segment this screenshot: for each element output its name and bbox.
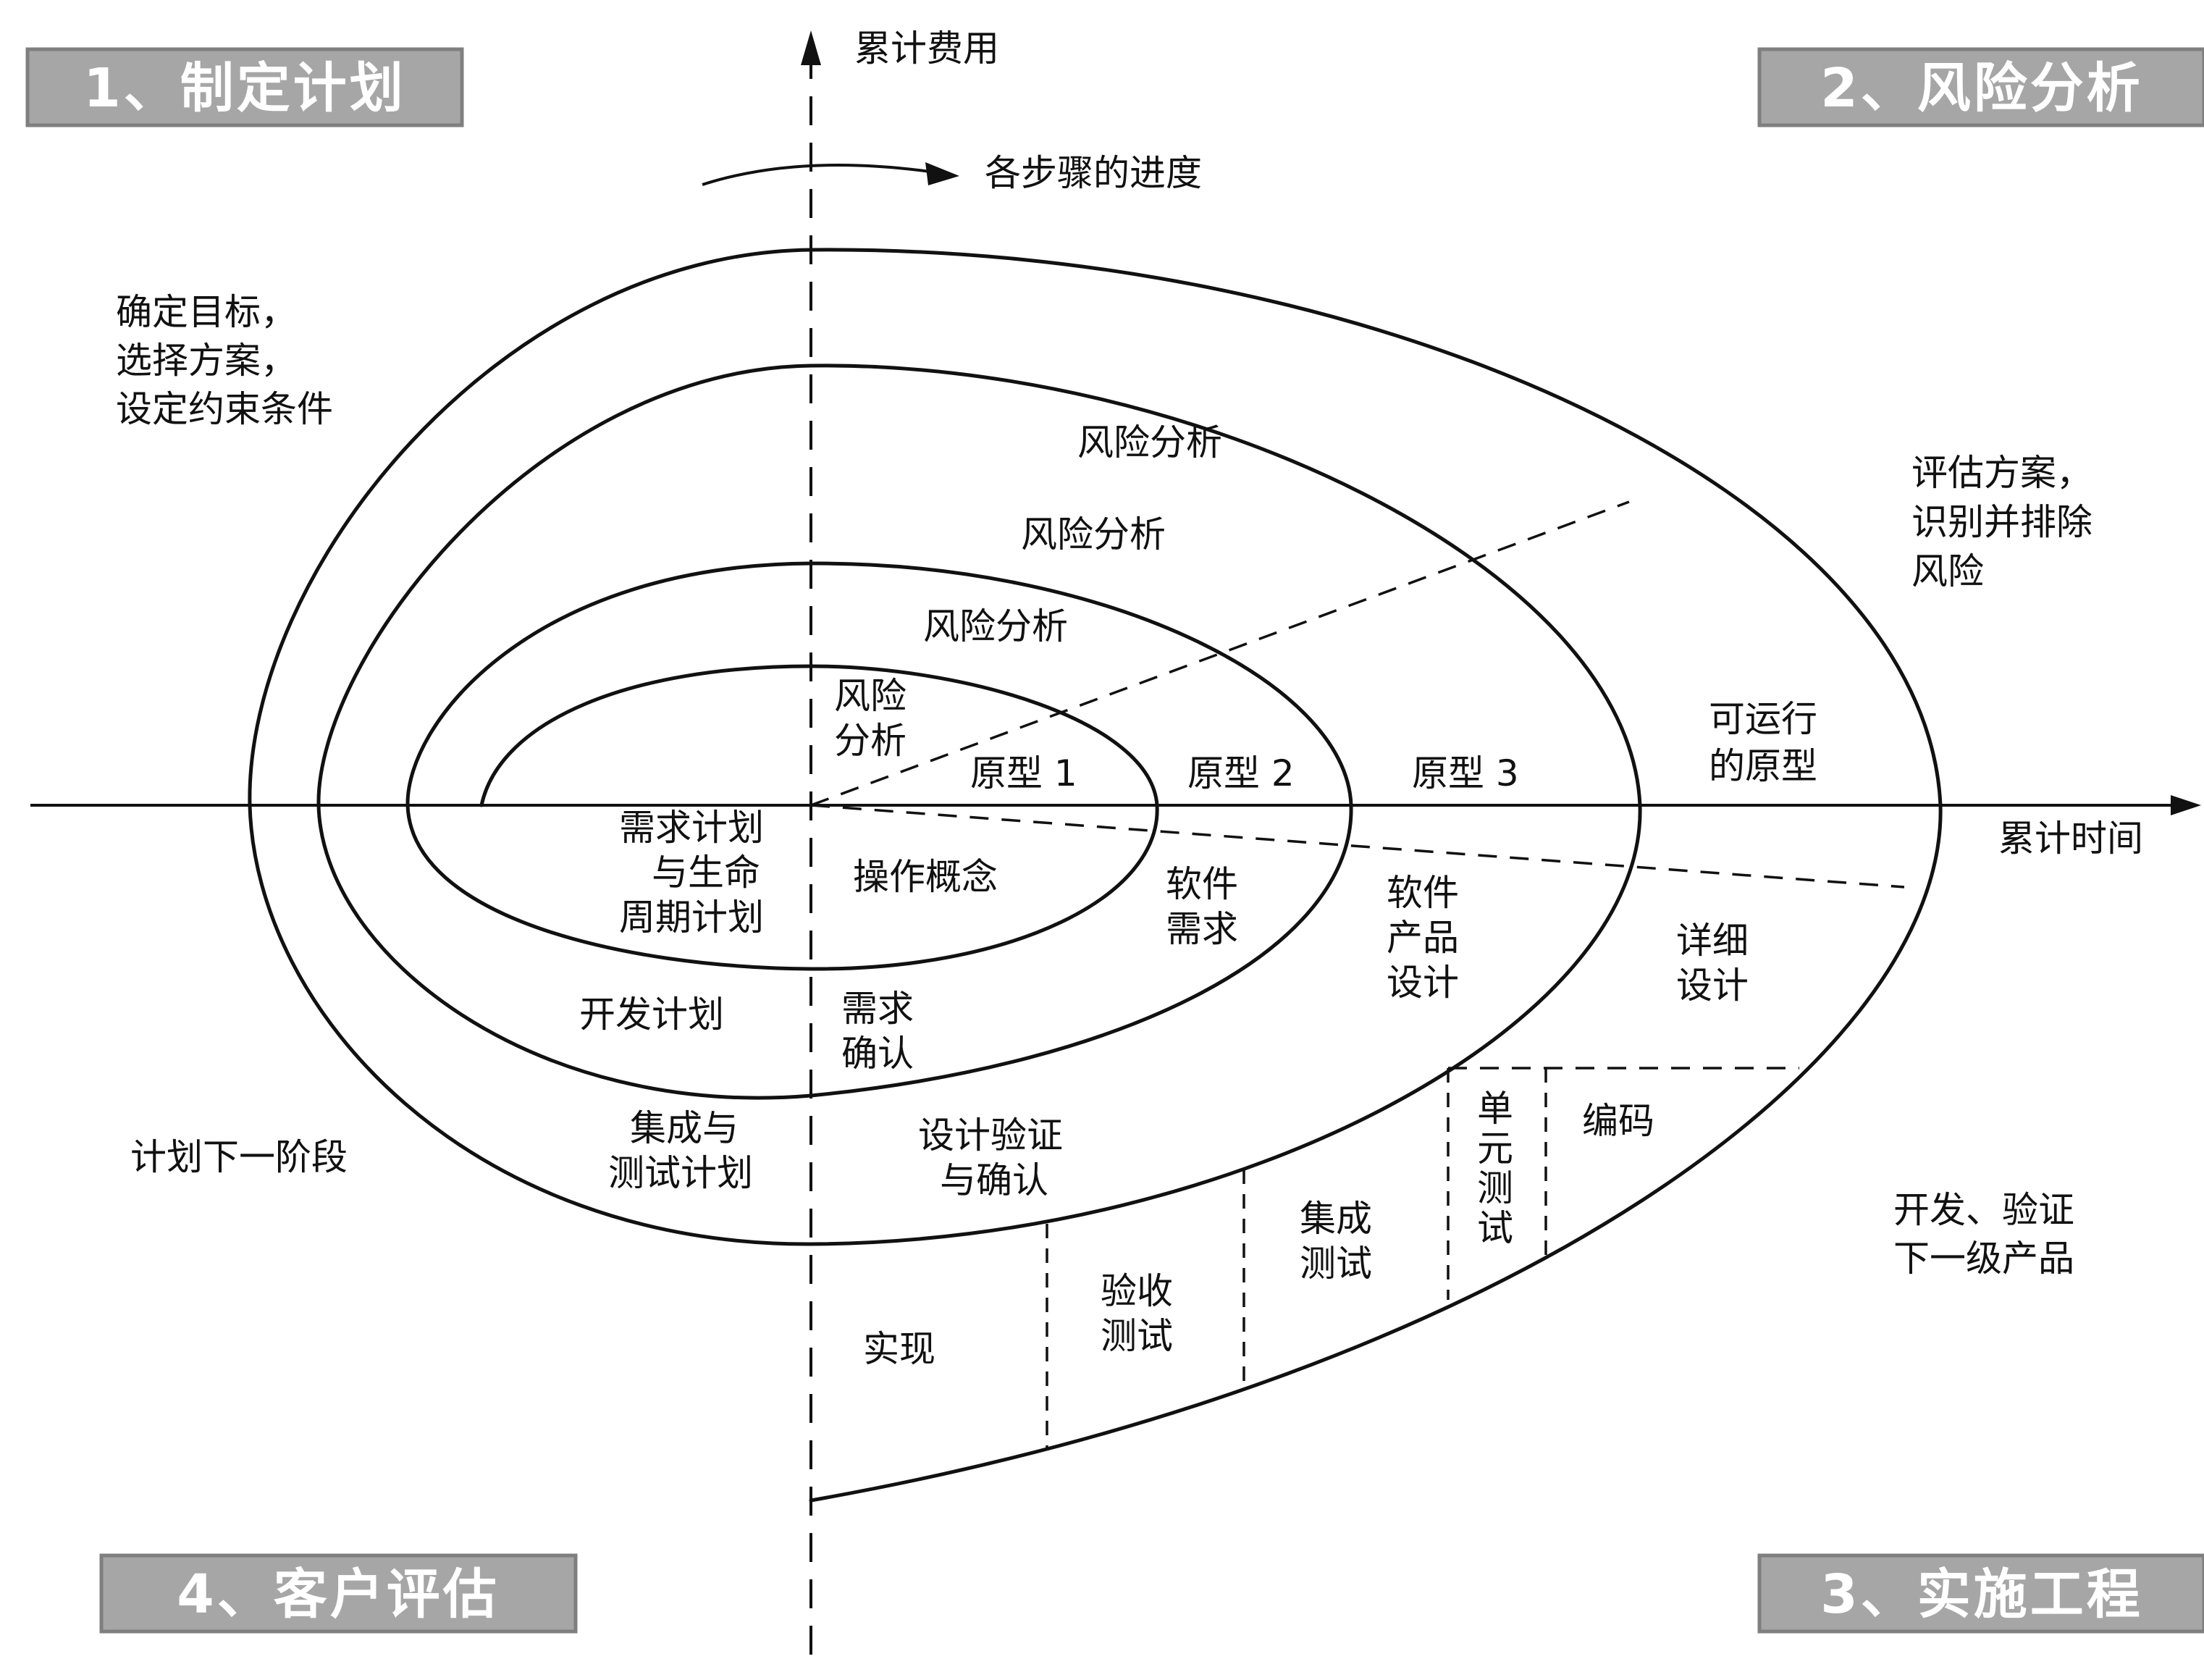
detailed-design-2: 设计 <box>1676 965 1749 1007</box>
prototype-3: 原型 3 <box>1412 752 1519 794</box>
sw-requirements-2: 需求 <box>1166 908 1238 950</box>
coding: 编码 <box>1582 1100 1654 1142</box>
unit-test-2: 元 <box>1477 1127 1513 1169</box>
integration-test-2: 测试 <box>1300 1243 1372 1285</box>
product-design-1: 软件 <box>1387 872 1459 914</box>
quadrant-evaluate-label: 4、客户评估 <box>177 1563 500 1626</box>
evaluate-note: 计划下一阶段 <box>130 1136 348 1178</box>
engineer-note-line-1: 开发、验证 <box>1893 1189 2074 1231</box>
unit-test-1: 单 <box>1477 1088 1513 1130</box>
progress-arrow <box>702 164 946 186</box>
risk-analysis-core-1: 风险 <box>834 675 907 717</box>
integration-test-1: 集成 <box>1300 1198 1372 1240</box>
plan-note-line-3: 设定约束条件 <box>116 388 333 430</box>
prototype-dashed-line <box>810 804 1905 889</box>
risk-note-line-3: 风险 <box>1911 550 1984 592</box>
risk-analysis-inner: 风险分析 <box>923 605 1068 647</box>
product-design-2: 产品 <box>1387 917 1459 959</box>
product-design-3: 设计 <box>1387 962 1459 1004</box>
x-axis-label: 累计时间 <box>1998 818 2143 860</box>
unit-test-3: 测 <box>1477 1167 1513 1209</box>
plan-note-line-2: 选择方案， <box>116 340 297 382</box>
risk-dashed-line <box>810 500 1630 807</box>
detailed-design-1: 详细 <box>1676 920 1749 962</box>
x-axis-arrow <box>2171 795 2201 815</box>
development-plan: 开发计划 <box>579 994 724 1036</box>
risk-analysis-middle: 风险分析 <box>1021 513 1166 555</box>
quadrant-engineer-label: 3、实施工程 <box>1820 1563 2143 1626</box>
req-plan-1: 需求计划 <box>619 807 764 849</box>
engineer-note-line-2: 下一级产品 <box>1893 1238 2074 1280</box>
unit-test-4: 试 <box>1477 1207 1513 1249</box>
progress-arrowhead <box>925 162 959 185</box>
risk-note-line-1: 评估方案， <box>1911 452 2092 494</box>
design-validation-1: 设计验证 <box>918 1114 1063 1156</box>
plan-note-line-1: 确定目标， <box>116 291 297 333</box>
quadrant-risk: 2、风险分析 <box>1757 47 2204 127</box>
req-validation-1: 需求 <box>841 988 914 1030</box>
sw-requirements-1: 软件 <box>1166 863 1238 905</box>
operational-prototype-2: 的原型 <box>1709 745 1817 787</box>
y-axis-label: 累计费用 <box>854 28 999 70</box>
integration-plan-1: 集成与 <box>630 1107 739 1149</box>
design-validation-2: 与确认 <box>940 1159 1048 1201</box>
acceptance-test-1: 验收 <box>1101 1270 1173 1312</box>
risk-note-line-2: 识别并排除 <box>1911 501 2092 543</box>
operational-prototype-1: 可运行 <box>1709 698 1817 740</box>
integration-plan-2: 测试计划 <box>608 1152 753 1194</box>
quadrant-engineer: 3、实施工程 <box>1757 1553 2204 1634</box>
risk-analysis-outer: 风险分析 <box>1077 421 1222 463</box>
concept-of-operation: 操作概念 <box>853 856 998 898</box>
prototype-2: 原型 2 <box>1187 752 1295 794</box>
quadrant-evaluate: 4、客户评估 <box>99 1553 578 1634</box>
req-plan-3: 周期计划 <box>619 896 764 938</box>
spiral-loop-1 <box>248 248 1943 1503</box>
quadrant-plan: 1、制定计划 <box>25 47 464 127</box>
req-validation-2: 确认 <box>841 1033 914 1075</box>
progress-label: 各步骤的进度 <box>985 152 1202 194</box>
req-plan-2: 与生命 <box>652 852 760 894</box>
acceptance-test-2: 测试 <box>1101 1315 1173 1357</box>
y-axis-arrow <box>801 30 821 65</box>
quadrant-plan-label: 1、制定计划 <box>83 57 406 119</box>
quadrant-risk-label: 2、风险分析 <box>1820 57 2143 119</box>
implementation: 实现 <box>863 1328 935 1370</box>
risk-analysis-core-2: 分析 <box>834 720 907 762</box>
prototype-1: 原型 1 <box>970 752 1077 794</box>
